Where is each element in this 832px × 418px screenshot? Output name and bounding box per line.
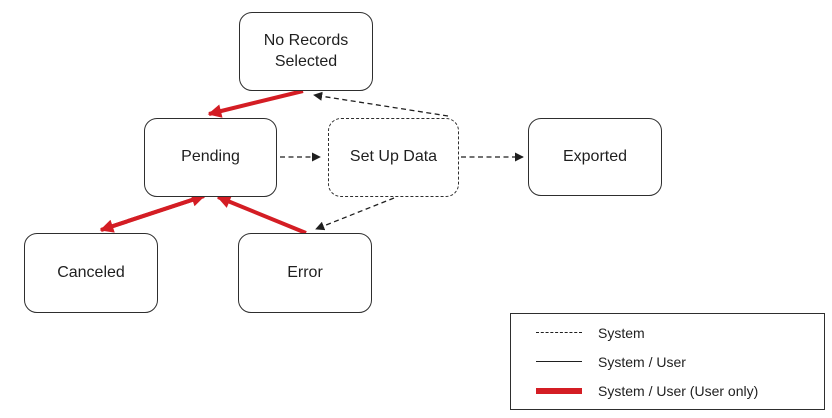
state-node-canceled: Canceled <box>24 233 158 313</box>
legend: System System / User System / User (User… <box>510 313 825 410</box>
legend-item-system: System <box>536 325 824 341</box>
state-label: Exported <box>562 147 628 165</box>
state-label: Canceled <box>57 263 125 281</box>
state-node-no-records-selected: No Records Selected <box>239 12 373 91</box>
state-label: Pending <box>181 148 240 166</box>
edge-error-to-pending <box>216 195 307 235</box>
legend-item-system-user-only: System / User (User only) <box>536 383 824 399</box>
thick-red-line-sample <box>536 387 582 394</box>
state-node-error: Error <box>238 233 372 313</box>
legend-label: System / User <box>598 353 686 370</box>
state-node-pending: Pending <box>144 118 277 197</box>
state-label: Set Up Data <box>349 148 438 166</box>
edge-setupdata-to-norecords <box>313 91 449 117</box>
state-label: Error <box>287 263 323 281</box>
solid-line-sample <box>536 361 582 362</box>
state-label: No Records Selected <box>263 32 349 70</box>
legend-item-system-user: System / User <box>536 354 824 370</box>
legend-label: System / User (User only) <box>598 382 759 399</box>
state-node-exported: Exported <box>528 118 662 196</box>
dashed-line-sample <box>536 332 582 333</box>
edge-setupdata-to-error <box>315 197 395 231</box>
edge-canceled-to-pending <box>100 193 206 232</box>
state-node-set-up-data: Set Up Data <box>328 118 459 197</box>
edge-norecords-to-pending <box>207 89 304 118</box>
legend-label: System <box>598 324 645 341</box>
